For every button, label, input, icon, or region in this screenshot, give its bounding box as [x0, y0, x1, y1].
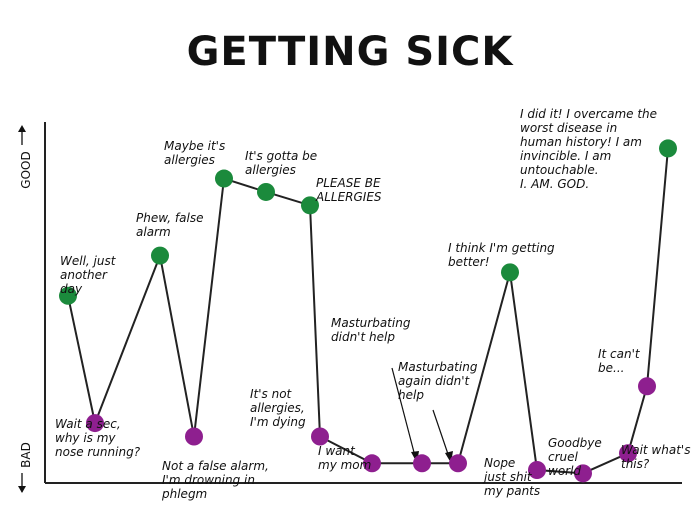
data-point-11	[449, 454, 467, 473]
data-point-5	[215, 169, 233, 188]
y-arrow-up	[18, 125, 26, 145]
markers	[59, 139, 677, 483]
data-point-15	[619, 444, 637, 463]
chart-title: GETTING SICK	[187, 29, 515, 75]
y-label-good: GOOD	[19, 151, 33, 188]
arrow-masturbating-again	[432, 409, 451, 461]
data-point-7	[301, 196, 319, 215]
data-point-16	[638, 377, 656, 396]
data-point-4	[185, 427, 203, 446]
data-point-1	[59, 286, 77, 305]
data-point-3	[151, 246, 169, 265]
annotation-arrows	[391, 367, 453, 463]
data-point-13	[528, 461, 546, 479]
data-point-8	[311, 427, 329, 446]
data-point-9	[363, 454, 381, 473]
data-point-2	[86, 414, 104, 433]
y-label-bad: BAD	[19, 442, 33, 468]
arrow-masturbating	[391, 367, 417, 461]
data-point-6	[257, 182, 275, 201]
y-label-good-text: GOOD	[19, 151, 33, 188]
data-point-17	[659, 139, 677, 158]
data-point-10	[413, 454, 431, 473]
y-arrow-down	[18, 473, 26, 493]
y-label-bad-text: BAD	[19, 442, 33, 468]
data-point-12	[501, 263, 519, 282]
data-point-14	[574, 464, 592, 483]
